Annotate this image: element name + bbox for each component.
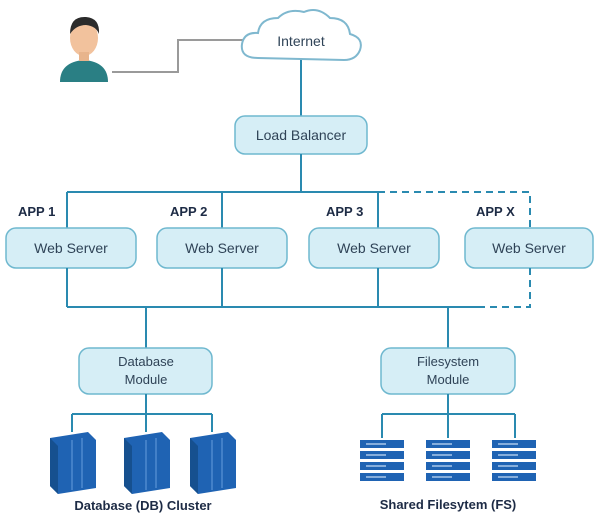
filesystem-module-line1: Filesystem [417, 354, 479, 369]
web-server-label: Web Server [185, 240, 259, 256]
storage-rack-icon [490, 438, 538, 481]
storage-rack-icon [358, 438, 406, 481]
app3-label: APP 3 [326, 204, 363, 219]
app1-label: APP 1 [18, 204, 55, 219]
database-server-icon [124, 432, 170, 494]
database-server-icon [190, 432, 236, 494]
rise-appx-dashed [484, 268, 531, 308]
app2-label: APP 2 [170, 204, 207, 219]
cloud-icon [240, 9, 362, 62]
load-balancer-label: Load Balancer [256, 127, 347, 143]
web-server-label: Web Server [492, 240, 566, 256]
db-cluster-drops [71, 414, 213, 432]
fs-cluster-drops [381, 414, 516, 438]
user-internet-connector [112, 39, 258, 73]
appx-label: APP X [476, 204, 515, 219]
web-server-label: Web Server [337, 240, 411, 256]
filesystem-module-line2: Module [427, 372, 470, 387]
database-module-line1: Database [118, 354, 174, 369]
db-cluster-caption: Database (DB) Cluster [74, 498, 211, 513]
web-server-label: Web Server [34, 240, 108, 256]
top-bus-dashed [378, 191, 531, 228]
database-module-line2: Module [125, 372, 168, 387]
shared-fs-caption: Shared Filesytem (FS) [380, 497, 517, 512]
database-server-icon [50, 432, 96, 494]
user-icon [60, 16, 108, 82]
internet-label: Internet [277, 33, 325, 49]
storage-rack-icon [424, 438, 472, 481]
web-server-app1 [5, 227, 137, 269]
web-server-app3 [308, 227, 440, 269]
